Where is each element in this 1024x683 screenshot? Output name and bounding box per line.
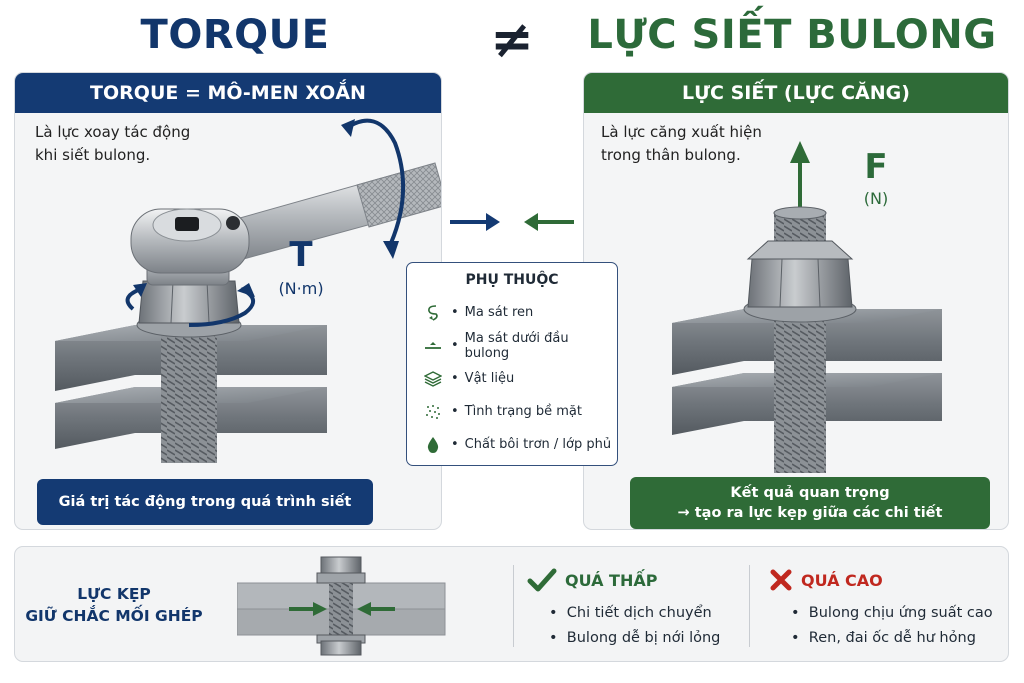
clamp-force-panel-header: LỰC SIẾT (LỰC CĂNG) [584,73,1008,113]
torque-panel: TORQUE = MÔ-MEN XOẮN [14,72,442,530]
arrow-left-icon [524,213,538,231]
divider [749,565,750,647]
wrench-bolt-illustration [55,118,441,463]
ratchet-switch [175,217,199,231]
bolt-head [320,556,362,576]
material-layers-icon [423,369,443,389]
too-low-column: QUÁ THẤP • Chi tiết dịch chuyển • Bulong… [527,567,720,651]
dependency-title: PHỤ THUỘC [465,272,559,288]
force-unit: (N) [863,189,889,208]
torque-description: Là lực xoay tác động khi siết bulong. [35,123,191,164]
check-icon [527,568,557,592]
list-item: • Bulong dễ bị nới lỏng [549,630,721,646]
cross-icon [769,568,793,592]
lubricant-drop-icon [423,435,443,455]
not-equal-symbol: ≠ [490,10,534,70]
list-item: • Tình trạng bề mặt [407,395,617,428]
list-item: • Vật liệu [407,362,617,395]
torque-footer: Giá trị tác động trong quá trình siết [37,479,373,525]
middle-arrows [450,213,574,231]
thread-friction-icon [423,303,443,323]
clamp-summary-strip: LỰC KẸP GIỮ CHẮC MỐI GHÉP QUÁ THẤP • Chi… [14,546,1009,662]
force-symbol: F [864,147,888,187]
nut [320,640,362,656]
torque-symbol: T [289,235,313,275]
surface-texture-icon [423,402,443,422]
bolt-shank [329,583,353,637]
clamp-force-footer: Kết quả quan trọng → tạo ra lực kẹp giữa… [630,477,990,529]
title-torque: TORQUE [140,12,330,58]
list-item: • Ma sát dưới đầu bulong [407,329,617,362]
title-clamp-force: LỰC SIẾT BULONG [587,12,997,58]
dependency-box: PHỤ THUỘC • Ma sát ren • Ma sát dưới đầu… [406,262,618,466]
too-high-list: • Bulong chịu ứng suất cao • Ren, đai ốc… [769,601,993,651]
list-item: • Chi tiết dịch chuyển [549,605,712,621]
clamp-label: LỰC KẸP GIỮ CHẮC MỐI GHÉP [25,585,203,625]
head-friction-icon [423,336,443,356]
too-high-column: QUÁ CAO • Bulong chịu ứng suất cao • Ren… [769,567,993,651]
too-low-heading: QUÁ THẤP [527,567,720,593]
clamp-force-panel: LỰC SIẾT (LỰC CĂNG) Là lực căng xuất hiệ… [583,72,1009,530]
clamp-force-description: Là lực căng xuất hiện trong thân bulong. [601,123,762,164]
clamped-joint-illustration [237,556,446,656]
torque-unit: (N·m) [278,279,324,298]
rotation-arrow-top [343,118,406,244]
list-item: • Chất bôi trơn / lớp phủ [407,428,617,461]
wrench-grip [356,162,441,228]
bolt-tension-illustration [672,141,942,473]
list-item: • Bulong chịu ứng suất cao [791,605,993,621]
too-low-list: • Chi tiết dịch chuyển • Bulong dễ bị nớ… [527,601,720,651]
nut [138,280,240,324]
dependency-list: • Ma sát ren • Ma sát dưới đầu bulong • … [407,296,617,461]
nut [747,258,853,308]
divider [513,565,514,647]
arrow-right-icon [486,213,500,231]
bolt-shank [774,309,826,473]
too-high-heading: QUÁ CAO [769,567,993,593]
list-item: • Ma sát ren [407,296,617,329]
list-item: • Ren, đai ốc dễ hư hỏng [791,630,976,646]
torque-panel-header: TORQUE = MÔ-MEN XOẮN [15,73,441,113]
